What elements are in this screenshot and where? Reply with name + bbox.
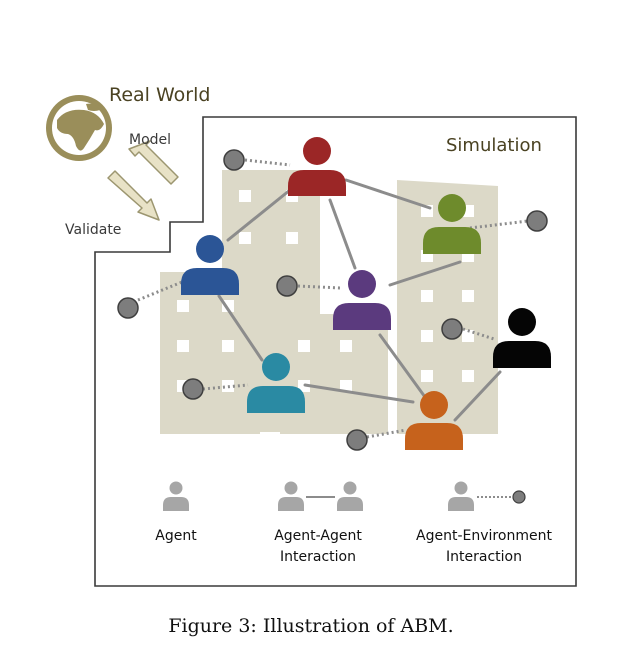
model-arrow-icon xyxy=(128,140,179,185)
simulation-title: Simulation xyxy=(446,135,542,156)
link-red-purple xyxy=(328,198,357,270)
env-node xyxy=(182,378,204,400)
link-teal-orange xyxy=(303,383,415,404)
link-orange-black xyxy=(453,370,502,422)
globe-icon xyxy=(46,95,112,161)
agent-orange-icon xyxy=(405,391,463,450)
env-link-orange xyxy=(366,428,407,439)
agent-green-icon xyxy=(423,194,481,254)
legend-agent-icon xyxy=(163,481,189,511)
env-node xyxy=(223,149,245,171)
agent-agent-links xyxy=(217,178,502,422)
validate-label: Validate xyxy=(65,222,121,238)
model-label: Model xyxy=(129,132,171,148)
legend-agent-agent-label-line1: Agent-Agent xyxy=(274,528,362,544)
env-node xyxy=(117,297,139,319)
env-node xyxy=(526,210,548,232)
env-link-purple xyxy=(297,284,341,290)
legend-agent-agent-icon xyxy=(278,481,363,511)
link-purple-green xyxy=(388,260,462,287)
legend-agent-environment-label-line1: Agent-Environment xyxy=(416,528,552,544)
env-node xyxy=(346,429,368,451)
link-purple-orange xyxy=(378,333,427,399)
agent-blue-icon xyxy=(181,235,239,295)
env-node xyxy=(441,318,463,340)
legend-agent-agent-label-line2: Interaction xyxy=(280,549,356,565)
env-link-black xyxy=(462,327,495,341)
agent-environment-links xyxy=(137,158,529,439)
agent-black-icon xyxy=(493,308,551,368)
legend-agent-environment-icon xyxy=(448,481,526,511)
legend-agent-label: Agent xyxy=(155,528,197,544)
environment-nodes xyxy=(117,149,548,451)
agent-red-icon xyxy=(288,137,346,196)
env-link-red xyxy=(244,158,291,167)
env-node xyxy=(276,275,298,297)
simulation-frame xyxy=(94,116,577,587)
link-blue-teal xyxy=(217,294,264,362)
legend-agent-environment-label-line2: Interaction xyxy=(446,549,522,565)
agent-teal-icon xyxy=(247,353,305,413)
validate-arrow-icon xyxy=(107,170,160,221)
link-red-blue xyxy=(226,188,292,242)
agent-purple-icon xyxy=(333,270,391,330)
figure-caption: Figure 3: Illustration of ABM. xyxy=(168,615,453,637)
link-red-green xyxy=(344,178,432,210)
building-center-low xyxy=(280,314,388,434)
real-world-title: Real World xyxy=(109,84,210,106)
legend: Agent Agent-Agent Interaction Agent-Envi… xyxy=(155,481,552,565)
